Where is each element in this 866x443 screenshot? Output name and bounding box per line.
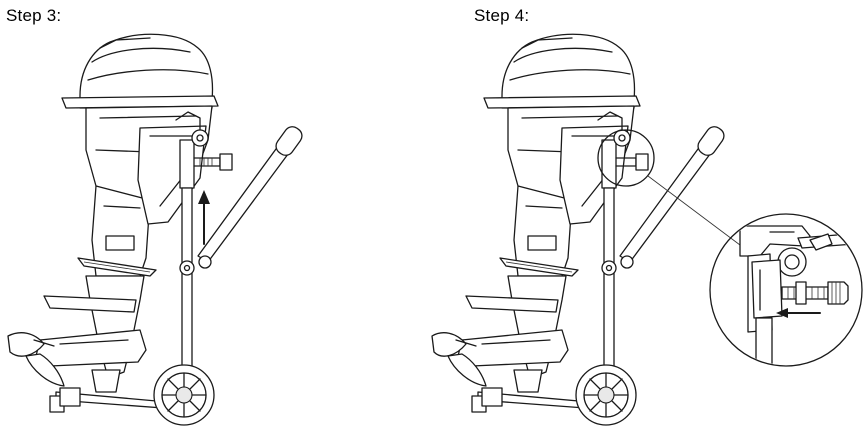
trolley-wheel bbox=[575, 364, 637, 426]
transom-clamp bbox=[179, 129, 233, 189]
outboard-motor bbox=[7, 33, 219, 393]
zoom-leader-line bbox=[647, 175, 753, 255]
detail-inset bbox=[709, 213, 863, 367]
step-4-label: Step 4: bbox=[474, 6, 530, 25]
transom-clamp bbox=[601, 129, 649, 189]
arrow-up-icon bbox=[198, 190, 210, 245]
step-3-illustration bbox=[0, 0, 430, 443]
step-4-illustration bbox=[430, 0, 866, 443]
trolley-wheel bbox=[153, 364, 215, 426]
trolley-frame bbox=[471, 126, 725, 413]
zoom-source-circle bbox=[597, 129, 655, 187]
step-3-label: Step 3: bbox=[6, 6, 62, 25]
arrow-left-icon bbox=[776, 308, 821, 318]
